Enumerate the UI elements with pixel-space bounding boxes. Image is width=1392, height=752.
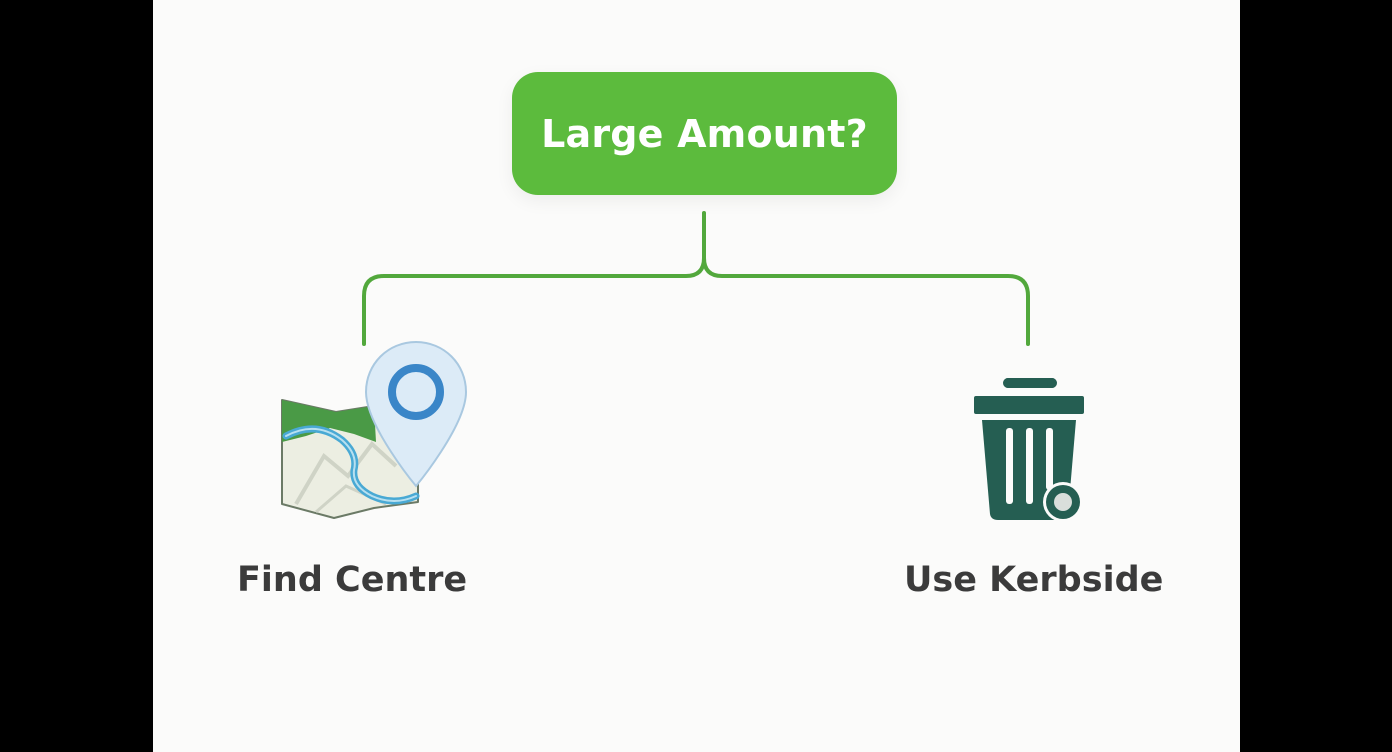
decision-node: Large Amount? (512, 72, 897, 195)
letterbox-right (1240, 0, 1392, 752)
letterbox-left (0, 0, 153, 752)
option-label-use-kerbside: Use Kerbside (904, 560, 1164, 600)
decision-label: Large Amount? (541, 111, 868, 156)
trash-bin-icon (970, 374, 1090, 528)
map-location-pin-icon (276, 336, 476, 530)
option-label-find-centre: Find Centre (237, 560, 468, 600)
